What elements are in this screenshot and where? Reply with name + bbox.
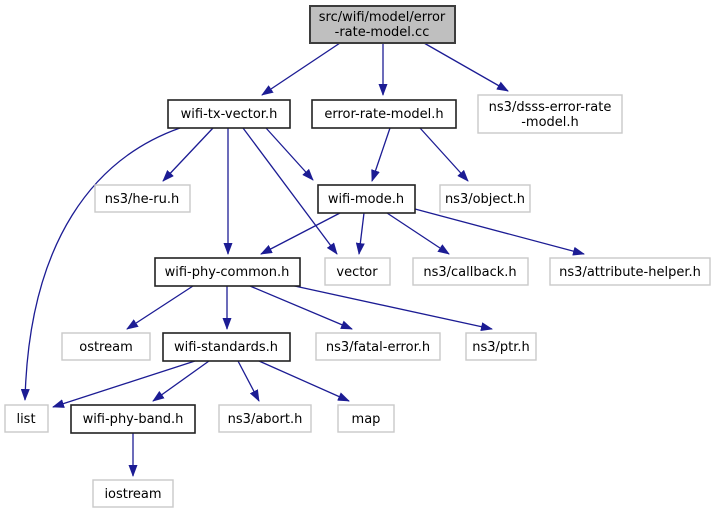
node-callback[interactable]: ns3/callback.h: [412, 257, 529, 286]
node-box[interactable]: [70, 404, 196, 434]
node-label-line2: -model.h: [521, 115, 579, 130]
edge-wifi-mode-to-vector: [355, 212, 365, 255]
node-box[interactable]: [61, 332, 151, 361]
node-label: error-rate-model.h: [324, 107, 443, 122]
node-label: wifi-phy-common.h: [165, 265, 290, 280]
node-box[interactable]: [218, 404, 312, 433]
node-box[interactable]: [477, 94, 623, 134]
node-box[interactable]: [412, 257, 529, 286]
node-label: wifi-mode.h: [328, 192, 404, 207]
node-wifi-mode[interactable]: wifi-mode.h: [317, 184, 416, 214]
node-box[interactable]: [92, 479, 174, 508]
edge-wifi-tx-vector-to-vector: [242, 127, 338, 255]
node-label: ns3/callback.h: [423, 265, 516, 280]
node-label: ns3/object.h: [445, 192, 525, 207]
node-label-line1: src/wifi/model/error: [319, 10, 446, 25]
node-label: ostream: [79, 340, 133, 355]
node-main-error-rate-model-cc[interactable]: src/wifi/model/error -rate-model.cc: [309, 5, 456, 44]
edge-main-to-dsss-error-rate-model: [423, 42, 509, 92]
node-box[interactable]: [337, 404, 395, 433]
node-label: wifi-standards.h: [174, 340, 278, 355]
node-label: list: [16, 412, 35, 427]
node-box[interactable]: [154, 257, 301, 287]
node-fatal-error[interactable]: ns3/fatal-error.h: [315, 332, 441, 361]
node-box[interactable]: [167, 99, 291, 129]
node-label: wifi-tx-vector.h: [181, 107, 278, 122]
edge-error-rate-model-to-wifi-mode: [371, 127, 391, 182]
edge-main-to-wifi-tx-vector: [261, 42, 341, 96]
node-object[interactable]: ns3/object.h: [439, 184, 531, 213]
node-box[interactable]: [465, 332, 537, 361]
node-label: vector: [336, 265, 378, 280]
edge-wifi-standards-to-map: [258, 360, 350, 402]
node-ostream[interactable]: ostream: [61, 332, 151, 361]
node-wifi-tx-vector[interactable]: wifi-tx-vector.h: [167, 99, 291, 129]
node-label-line2: -rate-model.cc: [335, 25, 430, 40]
edge-wifi-standards-to-abort: [237, 360, 260, 402]
edge-layer: [20, 42, 585, 477]
node-wifi-phy-band[interactable]: wifi-phy-band.h: [70, 404, 196, 434]
node-wifi-phy-common[interactable]: wifi-phy-common.h: [154, 257, 301, 287]
node-label: ns3/he-ru.h: [105, 192, 180, 207]
edge-wifi-standards-to-wifi-phy-band: [152, 360, 210, 402]
node-map[interactable]: map: [337, 404, 395, 433]
edge-wifi-phy-common-to-fatal-error: [249, 285, 353, 330]
node-label: iostream: [104, 487, 161, 502]
node-box[interactable]: [311, 99, 457, 129]
node-label-line1: ns3/dsss-error-rate: [489, 100, 612, 115]
node-label: ns3/attribute-helper.h: [559, 265, 701, 280]
node-vector[interactable]: vector: [324, 257, 391, 286]
edge-wifi-mode-to-callback: [386, 212, 450, 255]
node-box[interactable]: [549, 257, 711, 286]
edge-wifi-standards-to-list: [52, 360, 196, 408]
node-label: ns3/abort.h: [228, 412, 303, 427]
node-layer: src/wifi/model/error -rate-model.cc wifi…: [4, 5, 711, 508]
node-box[interactable]: [324, 257, 391, 286]
node-list[interactable]: list: [4, 404, 49, 433]
edge-wifi-phy-common-to-ptr: [289, 284, 493, 332]
node-box[interactable]: [317, 184, 416, 214]
edge-wifi-phy-common-to-ostream: [126, 285, 194, 330]
node-wifi-standards[interactable]: wifi-standards.h: [162, 332, 291, 362]
edge-wifi-tx-vector-to-wifi-mode: [265, 127, 314, 181]
node-label: wifi-phy-band.h: [83, 412, 184, 427]
node-attribute-helper[interactable]: ns3/attribute-helper.h: [549, 257, 711, 286]
node-box[interactable]: [4, 404, 49, 433]
node-abort[interactable]: ns3/abort.h: [218, 404, 312, 433]
node-error-rate-model[interactable]: error-rate-model.h: [311, 99, 457, 129]
node-box[interactable]: [439, 184, 531, 213]
node-dsss-error-rate-model[interactable]: ns3/dsss-error-rate -model.h: [477, 94, 623, 134]
edge-wifi-tx-vector-to-he-ru: [162, 127, 214, 182]
edge-wifi-mode-to-attribute-helper: [414, 208, 585, 256]
edge-error-rate-model-to-object: [419, 127, 469, 182]
node-label: map: [352, 412, 381, 427]
node-box[interactable]: [94, 184, 191, 213]
node-box[interactable]: [162, 332, 291, 362]
node-ptr[interactable]: ns3/ptr.h: [465, 332, 537, 361]
node-label: ns3/fatal-error.h: [326, 340, 430, 355]
edge-wifi-mode-to-wifi-phy-common: [260, 212, 341, 255]
node-box[interactable]: [309, 5, 456, 44]
node-label: ns3/ptr.h: [472, 340, 530, 355]
node-iostream[interactable]: iostream: [92, 479, 174, 508]
node-he-ru[interactable]: ns3/he-ru.h: [94, 184, 191, 213]
node-box[interactable]: [315, 332, 441, 361]
edge-wifi-tx-vector-to-list: [20, 127, 181, 401]
